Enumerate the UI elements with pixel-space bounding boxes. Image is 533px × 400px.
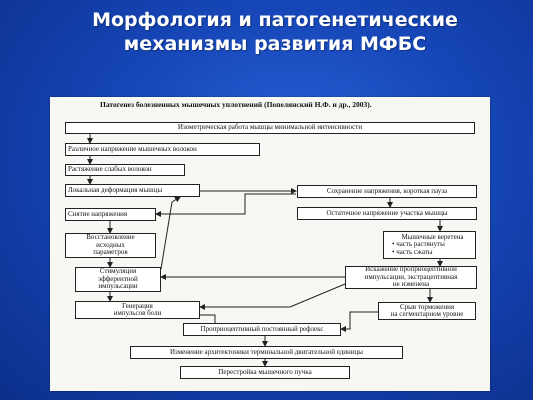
node-proprioceptive-distortion: Искажение проприоцептивной импульсации, …: [345, 266, 477, 289]
node-stretch-weak-fibers: Растяжение слабых волокон: [65, 164, 185, 176]
diagram-heading: Патогенез болезненных мышечных уплотнени…: [100, 100, 372, 109]
slide-title-line-2: механизмы развития МФБС: [123, 33, 427, 55]
node-spindles-item-1: • часть растянуты: [392, 240, 445, 249]
diagram-connectors: [87, 134, 443, 367]
arrow-keep-to-release: [155, 193, 296, 217]
node-spindles-item-2: • часть сжаты: [392, 247, 433, 256]
node-restore-line-1: Восстановление: [86, 233, 135, 242]
node-architectonics-change: Изменение архитектоники терминальной дви…: [130, 346, 403, 359]
node-spindles-title: Мышечные веретена: [401, 232, 464, 241]
node-release-tension: Снятие напряжения: [65, 208, 156, 221]
node-efferent-stimulation: Стимуляция эфферентной импульсации: [75, 267, 161, 292]
node-stim-line-3: импульсации: [98, 282, 138, 291]
node-pain-generation: Генерация импульсов боли: [75, 301, 200, 319]
node-muscle-spindles: Мышечные веретена • часть растянуты • ча…: [383, 231, 476, 259]
arrow-stim-to-deform: [160, 196, 181, 270]
node-breakdown-line-1: Срыв торможения: [399, 302, 455, 311]
node-breakdown-line-2: на сегментарном уровне: [390, 310, 464, 318]
node-gen-line-1: Генерация: [122, 301, 153, 310]
node-restore-line-2: исходных: [96, 240, 125, 249]
node-keep-tension: Сохранение напряжения, короткая пауза: [297, 185, 477, 198]
node-distort-line-2: импульсации, экстрацептивная: [364, 272, 458, 281]
node-proprioceptive-reflex: Проприоцептивный постоянный рефлекс: [183, 323, 341, 336]
node-distort-line-3: не изменена: [392, 280, 430, 289]
slide-title: Морфология и патогенетические механизмы …: [40, 8, 510, 56]
slide-title-line-1: Морфология и патогенетические: [92, 9, 458, 31]
node-segmental-inhibition-breakdown: Срыв торможения на сегментарном уровне: [378, 302, 476, 320]
diagram-panel: Патогенез болезненных мышечных уплотнени…: [50, 97, 490, 391]
node-restore-line-3: параметров: [93, 248, 128, 257]
node-residual-tension: Остаточное напряжение участка мышцы: [297, 207, 477, 220]
node-isometric-work: Изометрическая работа мышцы минимальной …: [65, 122, 475, 134]
node-local-deformation: Локальная деформация мышцы: [65, 184, 200, 197]
node-gen-line-2: импульсов боли: [113, 309, 162, 317]
node-restore-params: Восстановление исходных параметров: [65, 233, 156, 258]
node-different-tension: Различное напряжение мышечных волокон: [65, 143, 260, 156]
arrow-breakdown-to-reflex: [340, 311, 378, 332]
node-muscle-bundle-rebuild: Перестройка мышечного пучка: [180, 366, 350, 379]
node-stim-line-2: эфферентной: [98, 274, 138, 283]
node-distort-line-1: Искажение проприоцептивной: [365, 266, 457, 274]
arrow-distort-to-gen: [199, 283, 346, 310]
node-stim-line-1: Стимуляция: [99, 267, 137, 276]
